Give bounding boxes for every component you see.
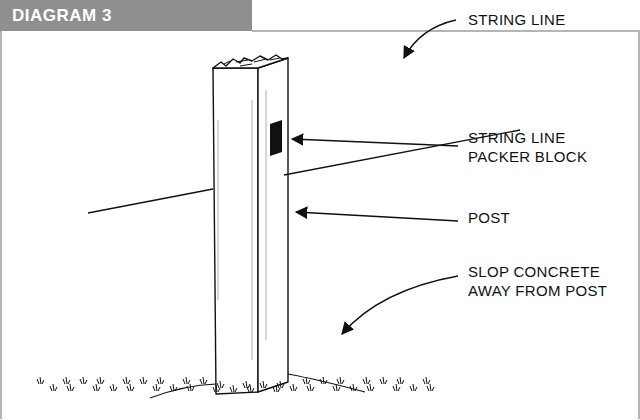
- grass: [37, 377, 434, 392]
- packer-block: [270, 120, 282, 156]
- callout-label: SLOP CONCRETE AWAY FROM POST: [468, 262, 618, 300]
- frame-border: [1, 31, 639, 419]
- diagram-title: DIAGRAM 3: [12, 6, 112, 26]
- header-tab: [0, 0, 252, 31]
- post: [213, 55, 288, 394]
- callout-label: POST: [468, 208, 588, 227]
- concrete-slope: [150, 374, 365, 398]
- callout-label: STRING LINE PACKER BLOCK: [468, 128, 588, 166]
- string-line: [88, 189, 213, 213]
- leader-arrow: [292, 20, 458, 334]
- callout-label: STRING LINE: [468, 10, 628, 29]
